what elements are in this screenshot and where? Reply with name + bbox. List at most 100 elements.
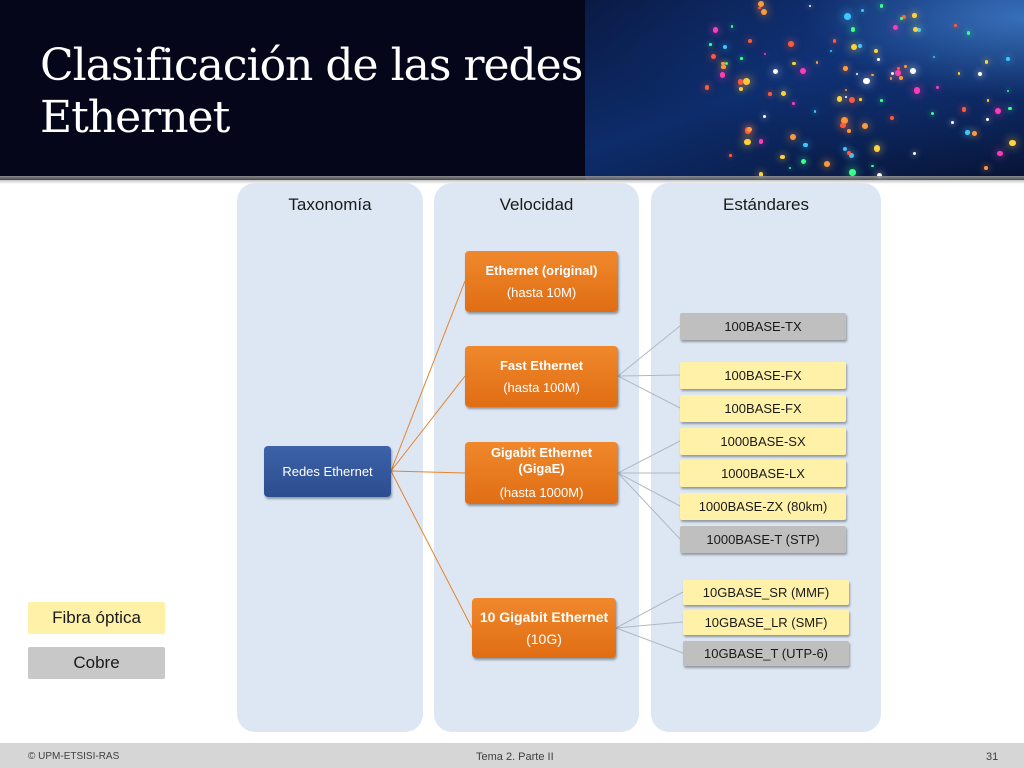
fiber-light-dot [705, 85, 710, 90]
fiber-light-dot [880, 99, 883, 102]
fiber-light-dot [790, 134, 797, 141]
speed-box-ethernet-original: Ethernet (original) (hasta 10M) [465, 251, 618, 312]
fiber-light-dot [758, 6, 761, 9]
standard-box: 1000BASE-ZX (80km) [680, 493, 846, 520]
connector-line [615, 591, 684, 629]
speed-name: Gigabit Ethernet (GigaE) [490, 445, 593, 476]
fiber-light-dot [744, 138, 751, 146]
fiber-light-dot [712, 27, 719, 33]
standard-box: 100BASE-TX [680, 313, 846, 340]
fiber-light-dot [978, 72, 983, 77]
fiber-light-dot [709, 42, 712, 46]
fiber-light-dot [890, 71, 895, 76]
page-number: 31 [986, 751, 999, 763]
connector-line [390, 470, 466, 474]
fiber-light-dot [815, 61, 819, 64]
column-estandares: Estándares [651, 183, 881, 732]
fiber-light-dot [844, 88, 847, 91]
fiber-light-dot [871, 165, 874, 168]
fiber-light-dot [841, 117, 849, 125]
fiber-light-dot [912, 13, 917, 18]
fiber-light-dot [747, 39, 753, 44]
connector-line [390, 470, 473, 629]
connector-line [615, 621, 684, 629]
fiber-light-dot [912, 26, 918, 33]
fiber-light-dot [762, 115, 767, 119]
fiber-light-dot [900, 17, 903, 20]
fiber-light-dot [837, 96, 843, 102]
fiber-light-dot [720, 72, 726, 78]
fiber-light-dot [855, 72, 858, 75]
connector-line [617, 440, 681, 474]
speed-box-fast-ethernet: Fast Ethernet (hasta 100M) [465, 346, 618, 407]
fiber-light-dot [961, 107, 967, 113]
fiber-light-dot [758, 172, 763, 177]
fiber-light-dot [916, 27, 922, 33]
speed-value: (10G) [526, 631, 562, 647]
fiber-light-dot [901, 15, 906, 20]
standard-box: 10GBASE_LR (SMF) [683, 610, 849, 635]
fiber-light-dot [792, 102, 795, 106]
standard-box: 1000BASE-SX [680, 428, 846, 455]
title-line-1: Clasificación de las redes [40, 40, 583, 91]
fiber-light-dot [789, 167, 792, 170]
fiber-light-dot [843, 146, 848, 151]
connector-line [390, 375, 466, 472]
connector-line [617, 472, 681, 507]
fiber-light-dot [791, 61, 796, 66]
slide-footer: © UPM-ETSISI-RAS Tema 2. Parte II 31 [0, 743, 1024, 768]
fiber-light-dot [913, 87, 921, 94]
legend-cobre: Cobre [28, 647, 165, 679]
fiber-light-dot [933, 55, 936, 59]
speed-name: 10 Gigabit Ethernet [479, 609, 609, 625]
fiber-light-dot [861, 122, 868, 129]
connector-line [390, 280, 466, 472]
fiber-light-dot [813, 110, 817, 113]
connector-line [617, 472, 681, 540]
fiber-light-dot [863, 77, 870, 85]
fiber-light-dot [1005, 56, 1011, 62]
connector-line [617, 325, 681, 377]
column-title-taxonomia: Taxonomía [288, 195, 372, 214]
fiber-light-dot [840, 122, 846, 129]
fiber-light-dot [725, 62, 729, 66]
fiber-light-dot [799, 67, 807, 75]
legend-fibra-optica: Fibra óptica [28, 602, 165, 634]
fiber-light-dot [757, 0, 764, 7]
fiber-light-dot [984, 165, 989, 170]
fiber-light-dot [846, 151, 851, 156]
fiber-light-dot [894, 70, 901, 77]
fiber-light-dot [721, 61, 725, 66]
footer-center-text: Tema 2. Parte II [476, 751, 554, 763]
speed-name: Fast Ethernet [499, 357, 584, 373]
fiber-light-dot [903, 64, 908, 69]
fiber-light-dot [788, 41, 794, 48]
fiber-light-dot [780, 154, 785, 160]
fiber-light-dot [985, 117, 990, 122]
fiber-light-dot [876, 173, 882, 179]
fiber-light-dot [843, 66, 849, 71]
fiber-light-dot [729, 154, 732, 157]
footer-copyright: © UPM-ETSISI-RAS [28, 751, 120, 762]
fiber-light-dot [722, 44, 728, 50]
standard-box: 100BASE-FX [680, 362, 846, 389]
fiber-light-dot [874, 48, 878, 53]
fiber-light-dot [824, 161, 830, 168]
fiber-light-dot [847, 129, 851, 133]
fiber-light-dot [877, 57, 881, 61]
connector-line [617, 374, 681, 377]
fiber-light-dot [957, 72, 961, 75]
standard-box: 10GBASE_SR (MMF) [683, 580, 849, 605]
fiber-light-dot [849, 169, 856, 176]
connector-line [617, 375, 681, 409]
standard-box: 1000BASE-LX [680, 460, 846, 487]
fiber-light-dot [747, 126, 753, 132]
fiber-light-dot [760, 8, 768, 16]
fiber-light-dot [730, 25, 734, 28]
fiber-light-dot [984, 60, 989, 64]
fiber-light-dot [763, 53, 766, 56]
fiber-light-dot [711, 54, 717, 60]
fiber-light-dot [850, 27, 856, 32]
fiber-light-dot [889, 115, 895, 121]
